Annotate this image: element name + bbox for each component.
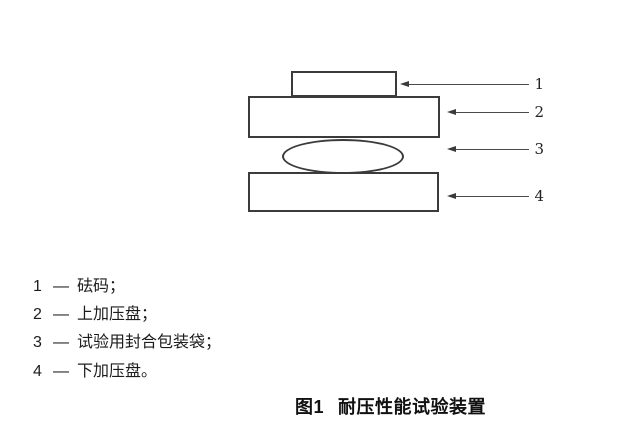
arrow-left-icon	[447, 109, 456, 115]
figure-title: 耐压性能试验装置	[338, 397, 487, 417]
callout-2: 2	[447, 104, 544, 120]
arrow-left-icon	[400, 81, 409, 87]
sealed-bag-ellipse	[282, 139, 404, 174]
arrow-left-icon	[447, 146, 456, 152]
callout-number: 4	[534, 187, 544, 205]
arrow-line	[409, 83, 530, 85]
arrow-line	[456, 111, 530, 113]
legend-item-4: 4 — 下加压盘。	[33, 363, 157, 380]
callout-number: 1	[534, 75, 544, 93]
legend-dash: —	[53, 363, 69, 380]
callout-number: 2	[534, 103, 544, 121]
legend-number: 3	[33, 334, 42, 351]
figure-number-label: 图1	[295, 397, 325, 417]
legend-number: 4	[33, 363, 42, 380]
callout-4: 4	[447, 188, 544, 204]
figure-caption: 图1 耐压性能试验装置	[295, 393, 486, 419]
arrow-line	[456, 195, 530, 197]
legend-item-2: 2 — 上加压盘；	[33, 306, 157, 323]
legend-label: 试验用封合包装袋；	[77, 334, 222, 351]
callout-3: 3	[447, 141, 544, 157]
legend-dash: —	[53, 306, 69, 323]
lower-plate-rect	[248, 172, 439, 212]
legend-number: 2	[33, 306, 42, 323]
arrow-line	[456, 148, 530, 150]
legend-number: 1	[33, 278, 42, 295]
legend-label: 砝码；	[77, 278, 126, 295]
upper-plate-rect	[248, 96, 440, 138]
legend-label: 下加压盘。	[77, 363, 158, 380]
legend-dash: —	[53, 278, 69, 295]
callout-1: 1	[400, 76, 544, 92]
weight-rect	[291, 71, 397, 97]
legend-item-3: 3 — 试验用封合包装袋；	[33, 334, 221, 351]
legend-dash: —	[53, 334, 69, 351]
callout-number: 3	[534, 140, 544, 158]
legend-label: 上加压盘；	[77, 306, 158, 323]
arrow-left-icon	[447, 193, 456, 199]
legend-item-1: 1 — 砝码；	[33, 278, 125, 295]
